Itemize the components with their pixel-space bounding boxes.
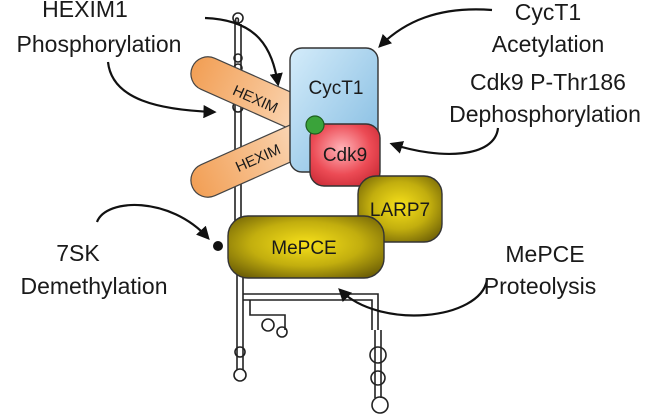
mepce-label: MePCE [271, 238, 336, 259]
arrow-mepce-proteolysis [338, 279, 489, 317]
arrow-hexim1-phos-1 [204, 16, 283, 87]
proteolysis-line2: Proteolysis [484, 273, 596, 299]
cdk9-label: Cdk9 [323, 145, 367, 166]
arrow-cdk9-dephos [389, 127, 500, 156]
arrow-cyct1-acet [378, 8, 493, 48]
cyct1-label: CycT1 [309, 78, 364, 99]
cdk9-box: Cdk9 [309, 123, 381, 187]
demeth-line2: Demethylation [20, 273, 167, 299]
proteolysis-line1: MePCE [505, 241, 584, 267]
hexim1-phos-line2: Phosphorylation [17, 31, 182, 57]
arrow-7sk-demeth [95, 203, 210, 240]
cdk9-dephos-line2: Dephosphorylation [449, 101, 641, 127]
larp7-label: LARP7 [370, 200, 430, 221]
hexim1-phos-line1: HEXIM1 [42, 0, 128, 22]
demeth-line1: 7SK [56, 240, 100, 266]
cyct1-acet-line1: CycT1 [515, 0, 581, 25]
methyl-cap-dot [213, 241, 223, 251]
cdk9-dephos-line1: Cdk9 P-Thr186 [470, 69, 626, 95]
arrow-hexim1-phos-2 [106, 61, 217, 119]
phospho-site-dot [305, 115, 325, 135]
mepce-box: MePCE [227, 215, 385, 279]
cyct1-acet-line2: Acetylation [492, 31, 605, 57]
